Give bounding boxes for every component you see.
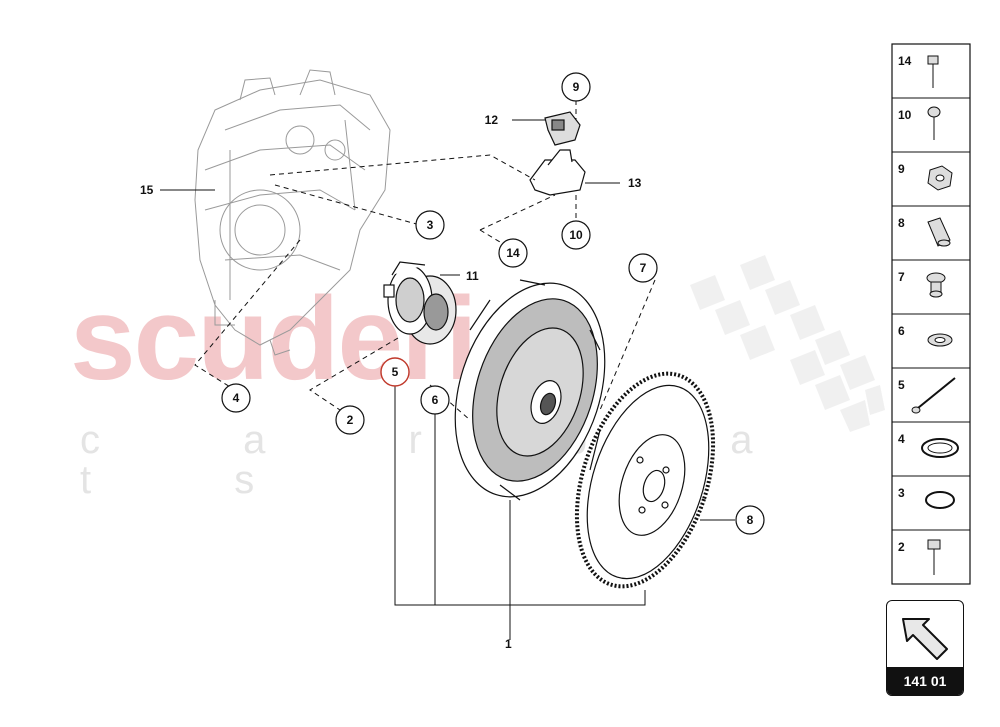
label-11[interactable]: 11 (466, 269, 479, 283)
callout-7[interactable]: 7 (628, 253, 658, 283)
bolt-hex-head-icon (927, 55, 939, 88)
svg-text:5: 5 (392, 365, 399, 379)
hex-nut-icon (927, 165, 953, 191)
callout-9[interactable]: 9 (561, 72, 591, 102)
svg-text:5: 5 (898, 378, 905, 392)
svg-text:10: 10 (569, 228, 583, 242)
svg-text:9: 9 (573, 80, 580, 94)
oval-gasket-icon (921, 438, 959, 458)
page-navigation-box[interactable]: 141 01 (886, 600, 964, 696)
legend-item-7[interactable]: 7 (898, 270, 946, 298)
legend-item-5[interactable]: 5 (898, 377, 956, 414)
callout-6[interactable]: 6 (420, 385, 450, 415)
callout-4[interactable]: 4 (221, 383, 251, 413)
svg-text:7: 7 (898, 270, 905, 284)
svg-text:14: 14 (506, 246, 520, 260)
svg-text:14: 14 (898, 54, 912, 68)
svg-text:6: 6 (432, 393, 439, 407)
checker-watermark (690, 255, 885, 432)
svg-text:8: 8 (747, 513, 754, 527)
dashed-leaders (194, 100, 656, 421)
label-15[interactable]: 15 (140, 183, 154, 197)
legend-item-4[interactable]: 4 (898, 432, 959, 458)
svg-text:4: 4 (233, 391, 240, 405)
release-bearing-part (383, 261, 457, 345)
callout-3[interactable]: 3 (415, 210, 445, 240)
legend-item-9[interactable]: 9 (898, 162, 953, 191)
svg-text:6: 6 (898, 324, 905, 338)
clutch-pressure-plate-part (454, 279, 606, 501)
legend-item-3[interactable]: 3 (898, 486, 955, 509)
svg-text:3: 3 (898, 486, 905, 500)
svg-text:2: 2 (347, 413, 354, 427)
legend-item-6[interactable]: 6 (898, 324, 953, 347)
arrow-nav-icon[interactable] (887, 601, 963, 669)
svg-text:7: 7 (640, 261, 647, 275)
svg-text:9: 9 (898, 162, 905, 176)
svg-text:4: 4 (898, 432, 905, 446)
callout-8[interactable]: 8 (735, 505, 765, 535)
callout-14[interactable]: 14 (498, 238, 528, 268)
collar-bolt-icon (926, 272, 946, 298)
washer-icon (927, 333, 953, 347)
legend-item-8[interactable]: 8 (898, 216, 951, 247)
legend-item-2[interactable]: 2 (898, 539, 941, 575)
screw-round-head-icon (927, 106, 941, 140)
page-code: 141 01 (887, 667, 963, 695)
svg-text:3: 3 (427, 218, 434, 232)
label-12[interactable]: 12 (485, 113, 499, 127)
parts-legend: 14 10 9 8 7 (891, 43, 971, 585)
long-bolt-icon (911, 377, 956, 414)
svg-text:8: 8 (898, 216, 905, 230)
socket-bolt-icon (927, 539, 941, 575)
flywheel-part (574, 371, 716, 589)
sleeve-icon (927, 217, 951, 247)
callout-5[interactable]: 5 (380, 357, 410, 387)
label-1[interactable]: 1 (505, 637, 512, 651)
svg-text:2: 2 (898, 540, 905, 554)
callout-10[interactable]: 10 (561, 220, 591, 250)
label-13[interactable]: 13 (628, 176, 642, 190)
svg-text:10: 10 (898, 108, 912, 122)
legend-item-10[interactable]: 10 (898, 106, 941, 140)
legend-item-14[interactable]: 14 (898, 54, 939, 88)
sensor-bracket-parts (529, 111, 586, 196)
callout-2[interactable]: 2 (335, 405, 365, 435)
o-ring-icon (925, 491, 955, 509)
transmission-housing (194, 69, 391, 356)
solid-leaders (160, 119, 735, 640)
